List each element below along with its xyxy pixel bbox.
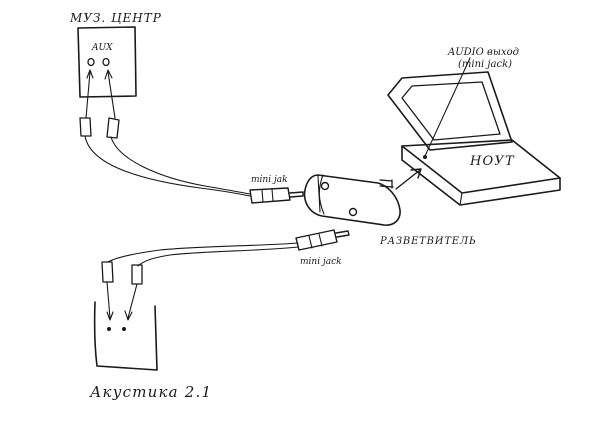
- aux-jack-left: [87, 57, 95, 67]
- speakers-box: [93, 301, 158, 371]
- speakers: Акустика 2.1: [89, 261, 212, 401]
- aux-label: AUX: [91, 43, 113, 53]
- splitter-port-upper: [320, 181, 330, 191]
- cable-bottom-left: [107, 242, 299, 263]
- splitter: РАЗВЕТВИТЕЛЬ: [303, 174, 477, 247]
- splitter-port-lower: [348, 207, 358, 217]
- minijack-upper-label: mini jak: [251, 175, 288, 185]
- minijack-upper-ridges: [261, 188, 274, 203]
- laptop-base-edge: [459, 192, 463, 206]
- splitter-label: РАЗВЕТВИТЕЛЬ: [379, 236, 477, 247]
- aux-arrow-right: [104, 69, 116, 119]
- minijack-lower: mini jack: [295, 229, 350, 267]
- speakers-label: Акустика 2.1: [89, 383, 212, 401]
- rca-plug-top-left: [79, 117, 92, 137]
- rca-plug-bottom-right: [131, 264, 143, 285]
- music-center: МУЗ. ЦЕНТР AUX: [69, 11, 162, 139]
- audio-out-pointer: [424, 57, 471, 157]
- splitter-body: [303, 174, 401, 226]
- music-center-label: МУЗ. ЦЕНТР: [69, 11, 162, 25]
- audio-out-label-2: (mini jack): [458, 59, 512, 70]
- cable-top-right: [110, 136, 251, 195]
- cable-bottom-right: [137, 246, 299, 267]
- splitter-output-plug: [379, 179, 394, 189]
- rca-plug-top-right: [106, 117, 120, 139]
- laptop-screen-frame: [387, 71, 513, 151]
- aux-jack-right: [102, 57, 110, 67]
- laptop-label: НОУТ: [469, 154, 515, 169]
- minijack-upper-body: [249, 187, 291, 204]
- speaker-jack-left: [107, 327, 111, 331]
- laptop: НОУТ: [387, 71, 561, 206]
- minijack-upper-tip: [289, 191, 304, 198]
- audio-out-label-1: AUDIO выход: [447, 47, 519, 58]
- laptop-audio-port: [423, 155, 427, 159]
- music-center-box: [77, 26, 137, 98]
- cable-top-left: [84, 135, 251, 197]
- aux-arrow-left: [85, 69, 94, 119]
- speaker-jack-right: [122, 327, 126, 331]
- minijack-lower-ridges: [308, 233, 323, 249]
- splitter-face: [317, 174, 325, 215]
- minijack-lower-label: mini jack: [300, 257, 342, 267]
- minijack-upper: mini jak: [249, 175, 304, 204]
- speaker-arrow-right: [124, 283, 138, 321]
- laptop-screen: [401, 81, 501, 141]
- rca-plug-bottom-left: [101, 261, 114, 283]
- speaker-arrow-left: [106, 281, 114, 321]
- minijack-lower-body: [295, 229, 338, 251]
- minijack-lower-tip: [335, 230, 350, 238]
